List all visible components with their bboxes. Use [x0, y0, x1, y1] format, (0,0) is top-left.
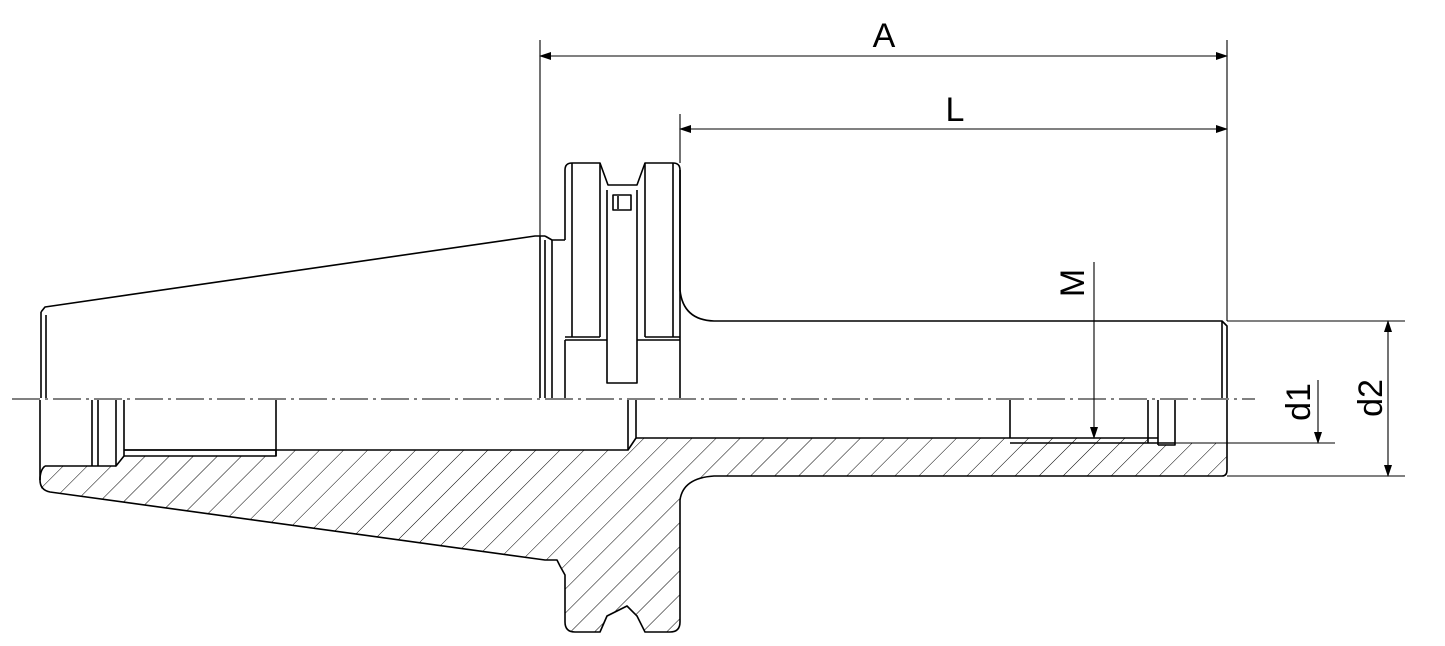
dimension-a — [539, 40, 1228, 321]
dimension-d2 — [1227, 320, 1405, 477]
label-l: L — [946, 91, 965, 129]
label-d1: d1 — [1280, 383, 1318, 421]
label-m: M — [1054, 269, 1092, 297]
label-d2: d2 — [1352, 379, 1390, 417]
taper-shank — [40, 235, 565, 398]
dimension-d1 — [1175, 380, 1335, 444]
body-lower-outline — [39, 400, 1228, 633]
label-a: A — [873, 17, 896, 55]
flange-upper — [564, 162, 681, 398]
section-hatch — [40, 438, 1227, 632]
dimension-l — [679, 114, 1228, 163]
extension-upper — [679, 170, 1228, 398]
